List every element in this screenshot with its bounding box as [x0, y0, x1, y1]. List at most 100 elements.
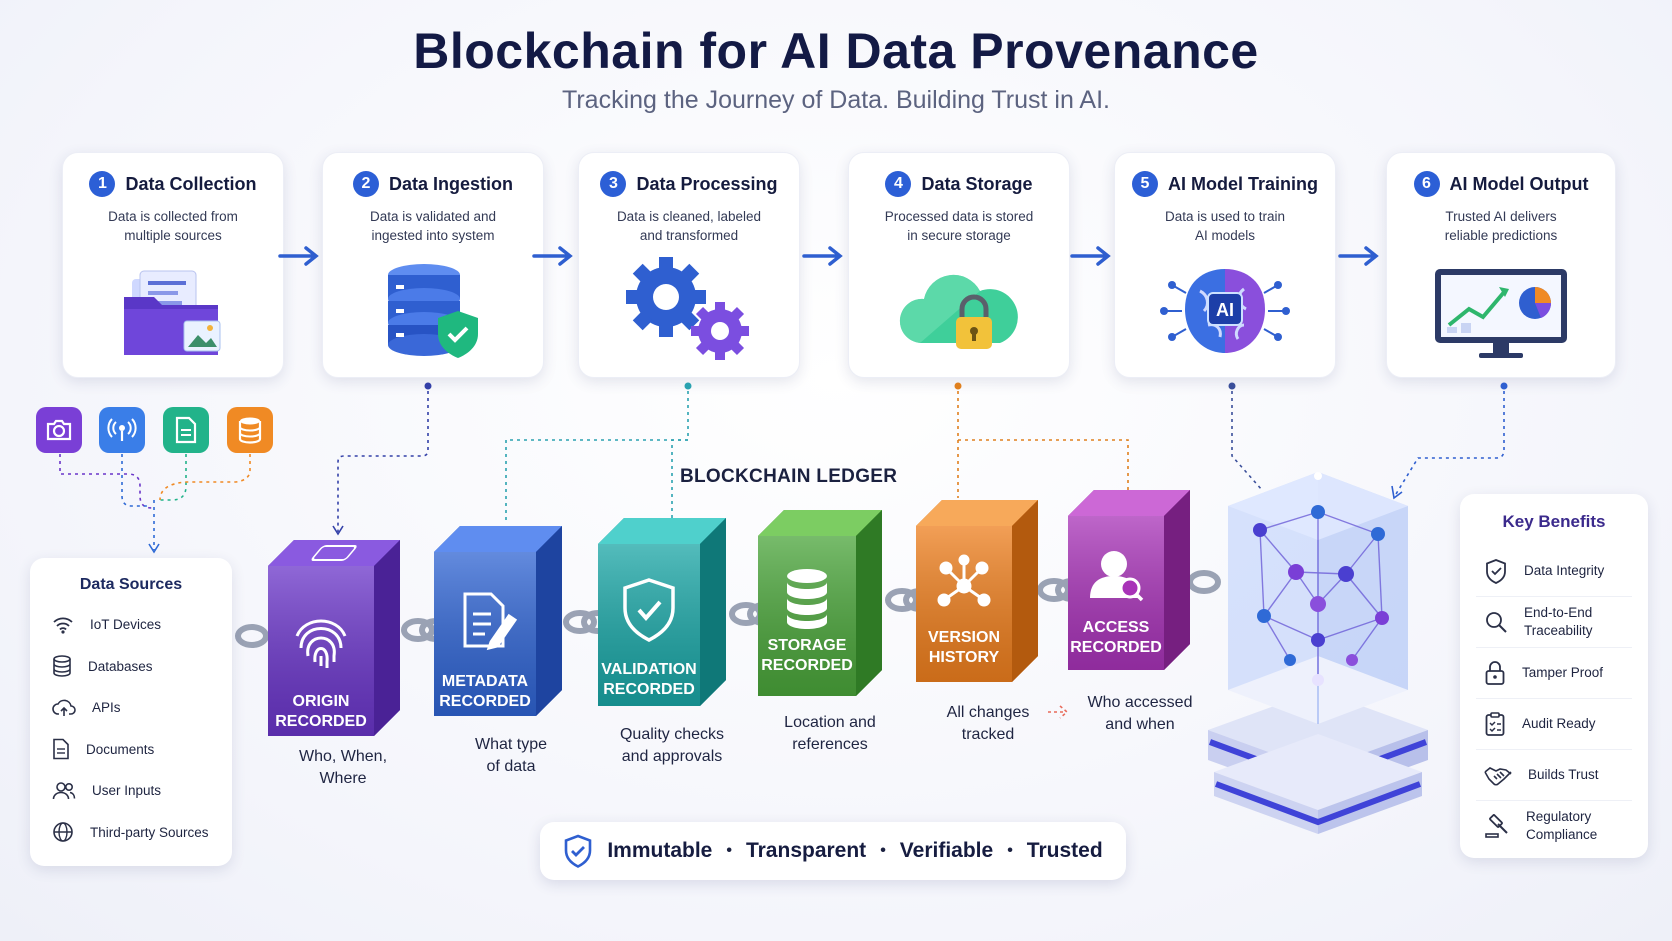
- step-title: AI Model Training: [1167, 173, 1318, 194]
- users-icon: [52, 781, 76, 799]
- block-label-line1: STORAGE: [768, 637, 847, 654]
- block-label-line2: RECORDED: [761, 657, 853, 674]
- arrow-right-icon: [278, 246, 319, 266]
- block-caption-access: Who accessed and when: [1070, 692, 1210, 736]
- slogan-separator: •: [726, 842, 732, 859]
- step-desc-line: Data is validated and: [369, 209, 497, 224]
- list-item: Tamper Proof: [1460, 648, 1648, 698]
- search-icon: [1486, 612, 1507, 633]
- step-number: 3: [600, 171, 627, 197]
- benefit-label: End-to-End: [1524, 605, 1593, 620]
- data-sources-title: Data Sources: [79, 576, 183, 593]
- block-label-line1: ORIGIN: [293, 693, 350, 710]
- caption-line: Who, When,: [298, 748, 388, 765]
- source-label: User Inputs: [92, 783, 162, 799]
- database-icon: [238, 417, 262, 444]
- slogan-bar: Immutable • Transparent • Verifiable • T…: [540, 822, 1126, 880]
- list-item: Documents: [30, 729, 232, 771]
- database-icon: [787, 569, 827, 629]
- caption-line: Who accessed: [1087, 694, 1193, 711]
- slogan-word: Immutable: [607, 839, 713, 862]
- folder-icon: [124, 270, 221, 355]
- step-desc-line: ingested into system: [371, 228, 495, 243]
- block-caption-origin: Who, When, Where: [273, 746, 413, 790]
- source-label: Third-party Sources: [90, 824, 209, 840]
- globe-icon: [53, 822, 73, 843]
- list-item: Data Integrity: [1460, 546, 1648, 596]
- step-desc-line: Trusted AI delivers: [1445, 209, 1557, 224]
- network-cube-platform-icon: [1208, 472, 1428, 834]
- slogan-separator: •: [1007, 842, 1013, 859]
- benefit-label: Compliance: [1526, 827, 1598, 842]
- step-number: 6: [1413, 171, 1440, 197]
- shield-check-icon: [1486, 559, 1506, 584]
- step-title: Data Ingestion: [388, 173, 513, 194]
- step-title: Data Collection: [125, 173, 257, 194]
- block-access-recorded: ACCESS RECORDED: [1068, 490, 1190, 670]
- camera-icon: [46, 419, 72, 441]
- source-tile-broadcast: [99, 407, 145, 453]
- benefit-label: Regulatory: [1526, 809, 1592, 824]
- step-desc-line: in secure storage: [907, 228, 1011, 243]
- ai-brain-icon: AI: [1160, 269, 1290, 353]
- document-icon: [53, 738, 69, 760]
- step-title: Data Storage: [921, 173, 1033, 194]
- block-label-line2: RECORDED: [603, 681, 695, 698]
- block-label-line1: VERSION: [928, 629, 1000, 646]
- step-desc-line: Data is cleaned, labeled: [616, 209, 762, 224]
- block-metadata-recorded: METADATA RECORDED: [434, 526, 562, 716]
- list-item: User Inputs: [30, 770, 232, 812]
- cloud-lock-icon: [899, 274, 1018, 349]
- block-label-line2: HISTORY: [929, 649, 1000, 666]
- arrow-right-icon: [1070, 246, 1111, 266]
- source-tile-camera: [36, 407, 82, 453]
- caption-line: references: [792, 736, 868, 753]
- slogan-separator: •: [880, 842, 886, 859]
- step-desc-line: AI models: [1194, 228, 1256, 243]
- caption-line: and approvals: [621, 748, 723, 765]
- list-item: Databases: [30, 646, 232, 688]
- step-desc-line: Processed data is stored: [884, 209, 1034, 224]
- block-origin-recorded: ORIGIN RECORDED: [268, 540, 400, 736]
- cloud-upload-icon: [52, 699, 76, 716]
- slogan-word: Verifiable: [899, 839, 994, 862]
- caption-line: and when: [1105, 716, 1175, 733]
- list-item: Builds Trust: [1460, 750, 1648, 800]
- fingerprint-icon: [295, 619, 347, 668]
- block-label-line1: ACCESS: [1083, 619, 1150, 636]
- block-label-line1: METADATA: [442, 673, 529, 690]
- source-label: APIs: [92, 700, 121, 716]
- database-shield-icon: [388, 264, 478, 358]
- list-item: APIs: [30, 687, 232, 729]
- slogan-word: Transparent: [745, 839, 867, 862]
- step-number: 5: [1131, 171, 1158, 197]
- arrow-right-icon: [802, 246, 843, 266]
- step-desc-line: multiple sources: [124, 228, 222, 243]
- gears-icon: [626, 257, 749, 360]
- block-validation-recorded: VALIDATION RECORDED: [598, 518, 726, 706]
- benefit-label: Tamper Proof: [1522, 665, 1604, 680]
- block-storage-recorded: STORAGE RECORDED: [758, 510, 882, 696]
- caption-line: What type: [474, 736, 548, 753]
- caption-line: of data: [486, 758, 536, 775]
- caption-line: tracked: [961, 726, 1015, 743]
- page-subtitle: Tracking the Journey of Data. Building T…: [562, 86, 1110, 114]
- source-tile-database: [227, 407, 273, 453]
- network-icon: [937, 554, 991, 607]
- step-desc-line: Data is collected from: [108, 209, 238, 224]
- clipboard-icon: [1485, 712, 1505, 736]
- source-label: IoT Devices: [90, 617, 162, 633]
- shield-check-icon: [565, 834, 592, 868]
- caption-line: Where: [319, 770, 367, 787]
- arrow-right-icon: [532, 246, 573, 266]
- benefit-label: Builds Trust: [1528, 767, 1599, 782]
- broadcast-icon: [107, 418, 137, 441]
- benefit-label: Audit Ready: [1522, 716, 1596, 731]
- step-title: AI Model Output: [1449, 173, 1589, 194]
